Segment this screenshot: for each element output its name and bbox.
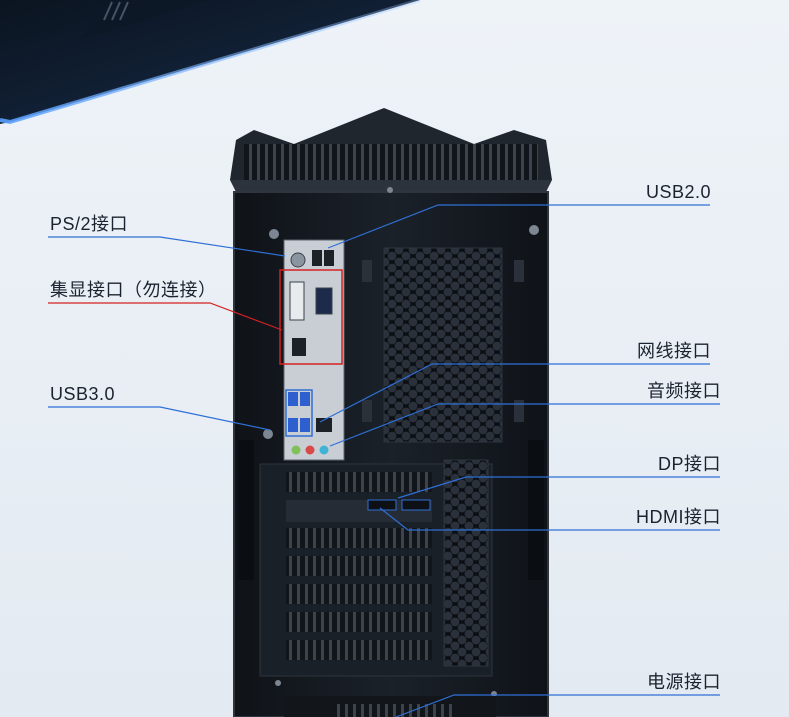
case-corner-banner [0, 0, 421, 125]
label-usb2: USB2.0 [645, 182, 711, 202]
label-audio: 音频接口 [647, 381, 721, 401]
label-dp: DP接口 [657, 454, 721, 474]
label-ps2: PS/2接口 [50, 214, 129, 234]
pc-tower-rear [230, 108, 552, 717]
label-lan: 网线接口 [637, 341, 711, 361]
label-power: 电源接口 [647, 672, 721, 692]
label-hdmi: HDMI接口 [636, 507, 721, 527]
label-usb3: USB3.0 [50, 384, 116, 404]
label-igpu: 集显接口（勿连接） [50, 280, 217, 300]
